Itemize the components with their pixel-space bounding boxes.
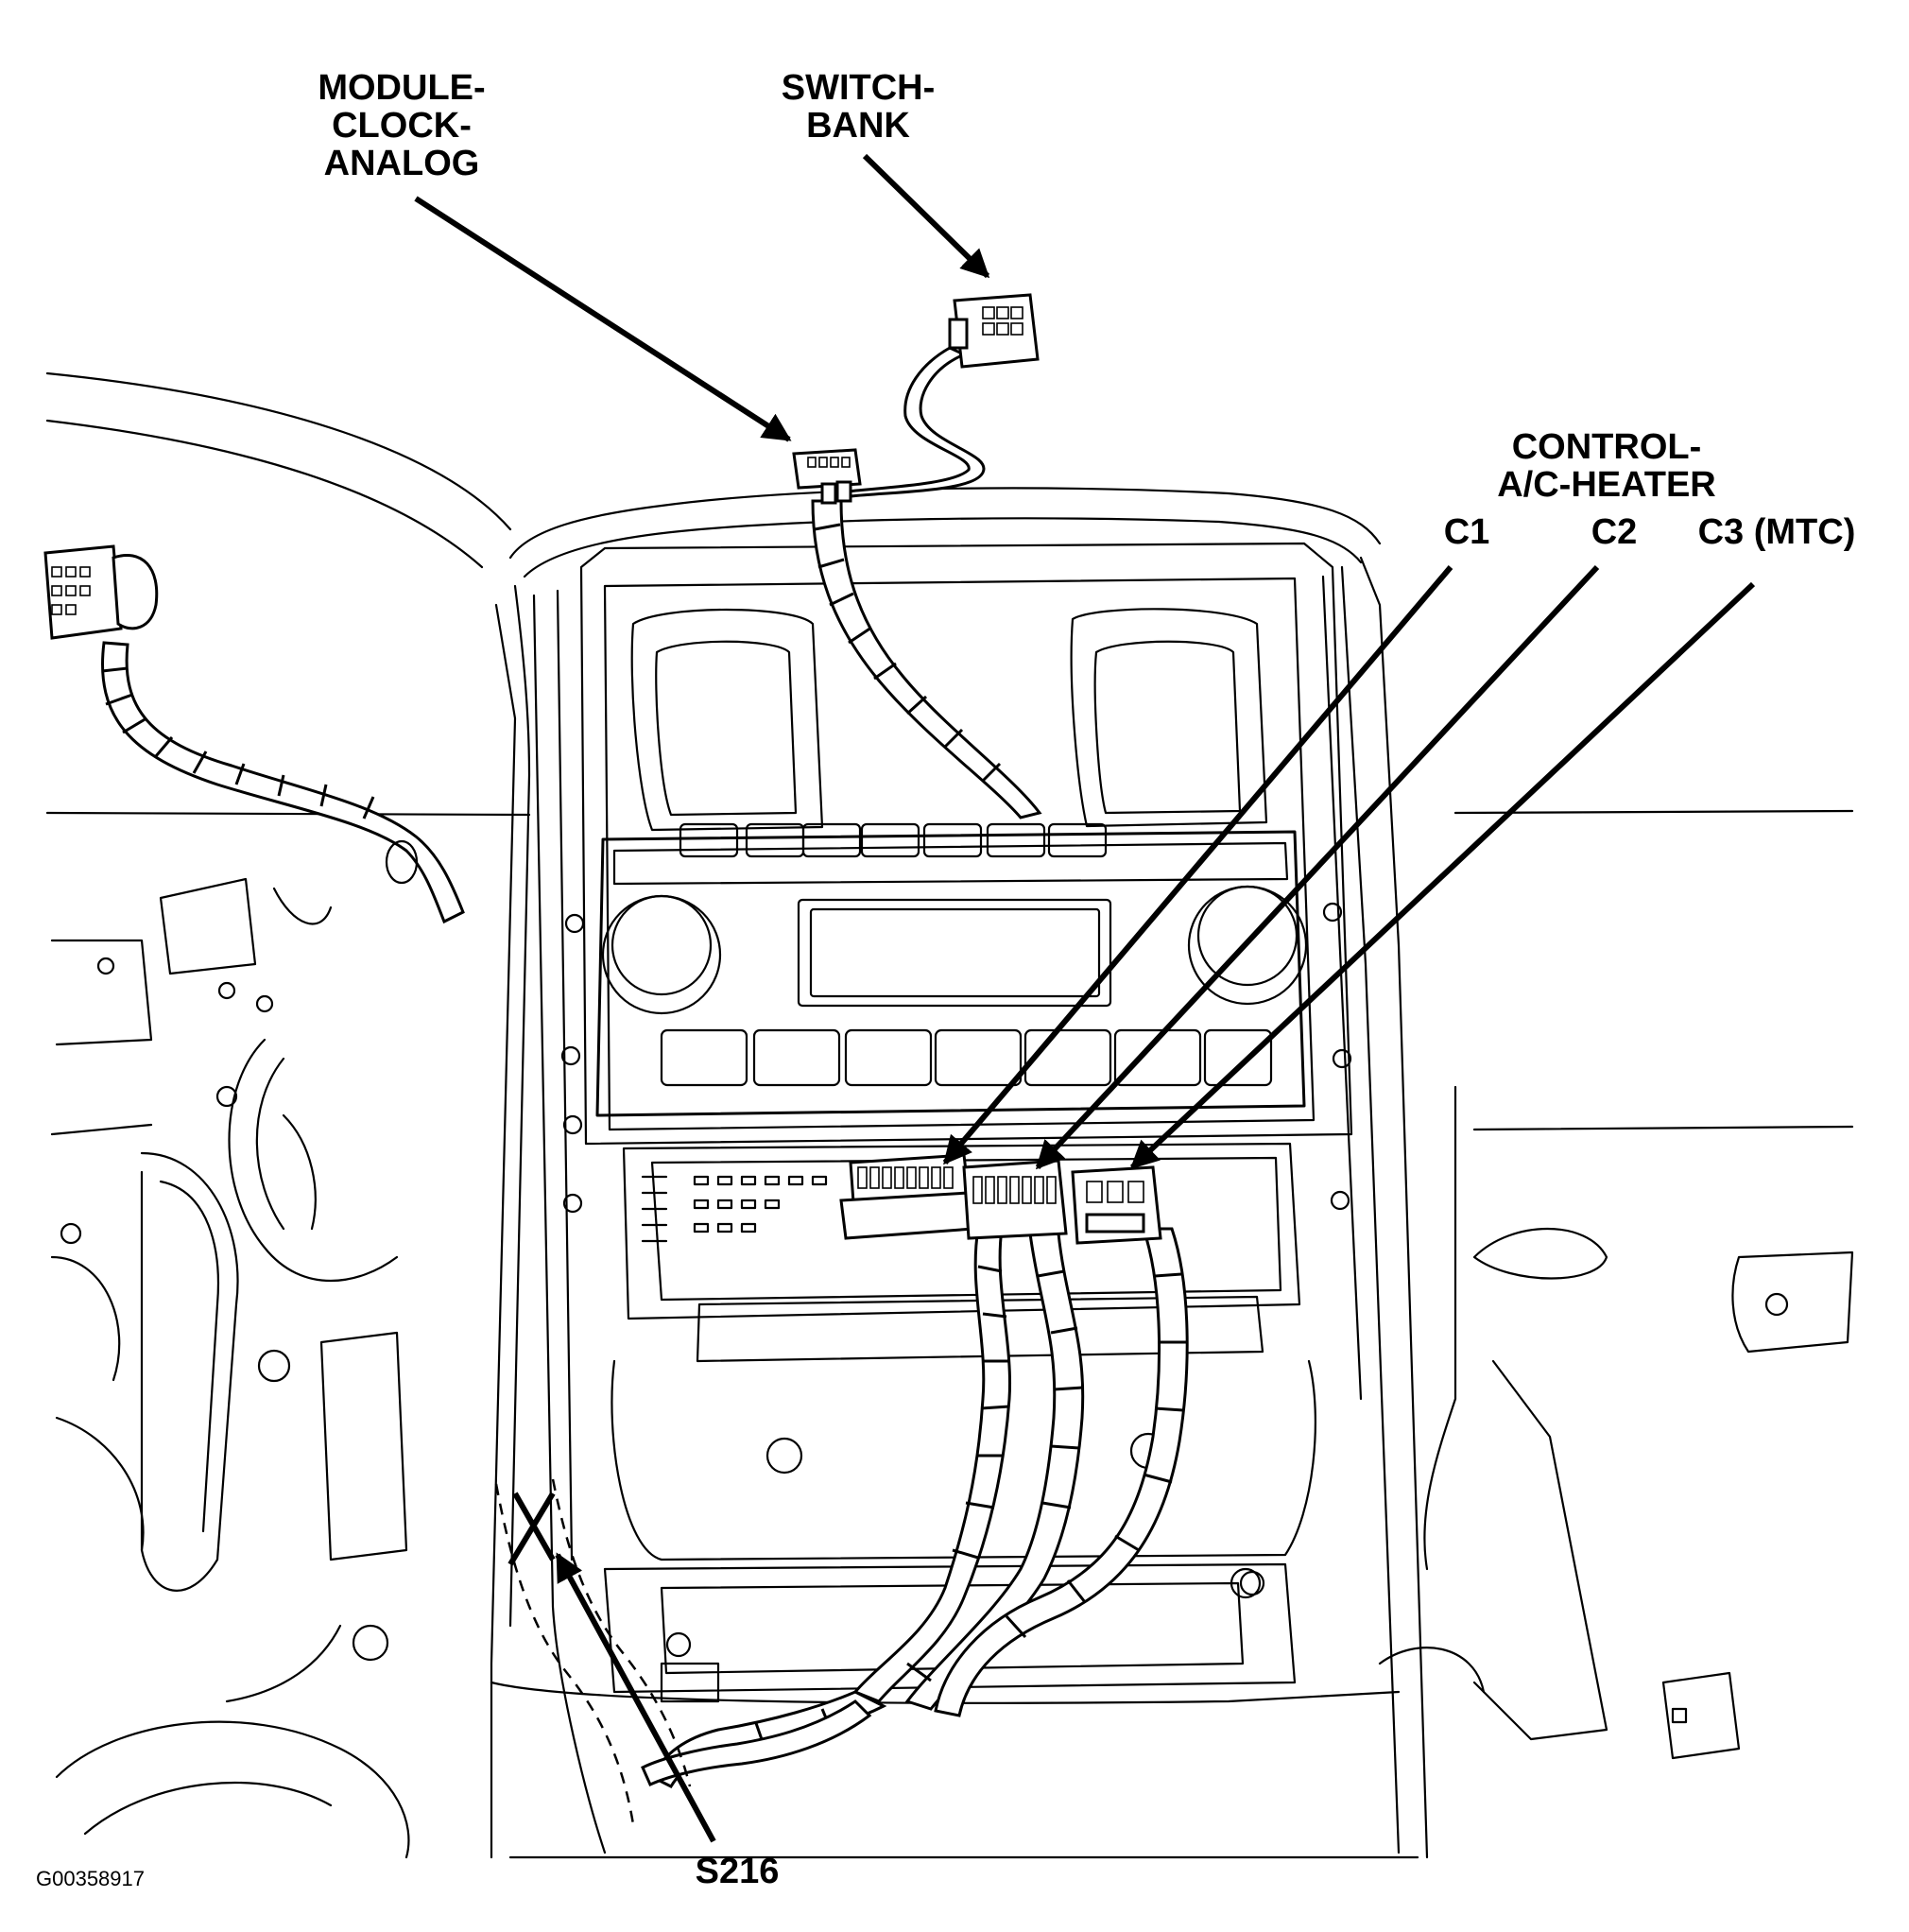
svg-text:MODULE-: MODULE- [318,68,485,108]
svg-text:SWITCH-: SWITCH- [782,68,936,108]
label-module-clock-analog: MODULE- CLOCK- ANALOG [318,68,485,183]
connector-c3-mtc [1071,1165,1162,1245]
connector-c2 [962,1159,1068,1240]
figure-id: G00358917 [36,1867,145,1890]
left-harness-connector [43,544,159,640]
svg-text:BANK: BANK [806,106,910,146]
svg-text:CONTROL-: CONTROL- [1512,427,1702,467]
module-clock-analog-connector [792,448,862,505]
label-switch-bank: SWITCH- BANK [782,68,936,146]
connector-c1 [839,1153,975,1240]
leader-arrows [414,153,1756,1843]
svg-text:ANALOG: ANALOG [324,144,480,183]
svg-text:A/C-HEATER: A/C-HEATER [1497,465,1716,505]
harness-lower [641,1227,1189,1788]
label-control-ac-heater: CONTROL- A/C-HEATER [1497,427,1716,505]
dashboard-outline [45,371,1854,1859]
label-s216: S216 [696,1852,780,1891]
splice-s216-marker [494,1478,692,1825]
label-c2: C2 [1591,512,1638,552]
label-c3-mtc: C3 (MTC) [1698,512,1856,552]
harness-left [101,641,465,924]
svg-text:CLOCK-: CLOCK- [332,106,472,146]
switch-bank-connector [948,293,1040,369]
label-c1: C1 [1444,512,1490,552]
